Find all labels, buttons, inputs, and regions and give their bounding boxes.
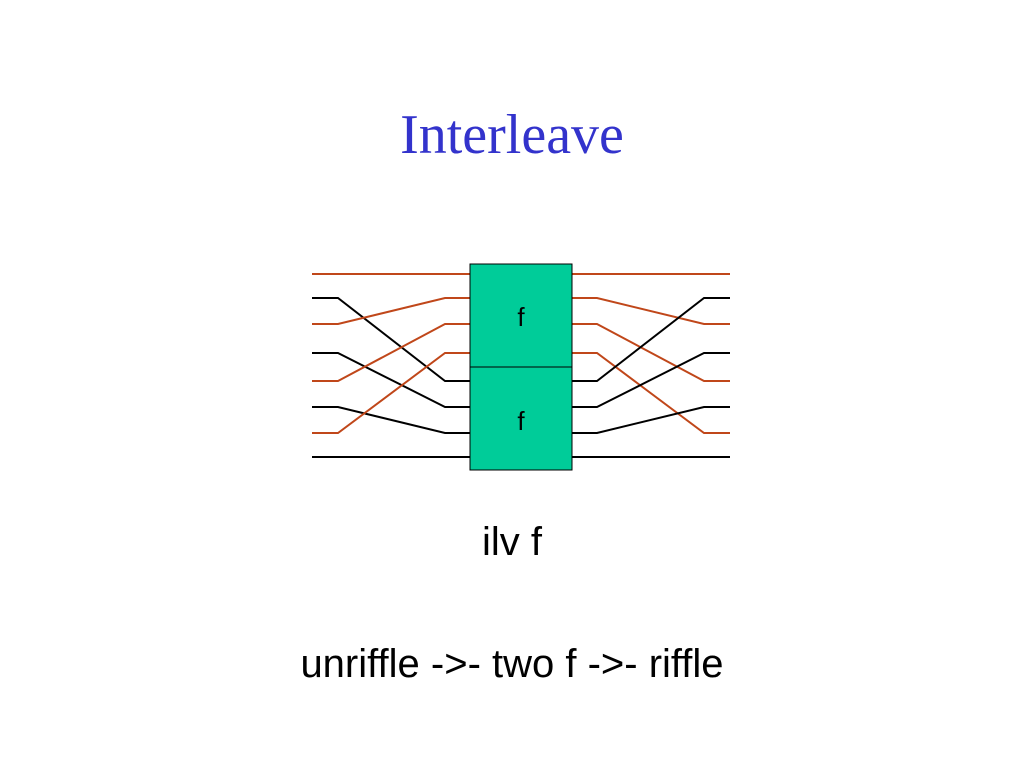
right-wire-4: [572, 297, 730, 382]
left-wire-2: [312, 297, 470, 325]
right-wire-3: [572, 352, 730, 434]
top-f-label: f: [517, 302, 525, 332]
left-wire-1: [312, 297, 470, 382]
left-wire-4: [312, 323, 470, 382]
slide-title: Interleave: [400, 104, 624, 166]
right-wires: [572, 273, 730, 458]
right-wire-1: [572, 297, 730, 325]
left-wire-3: [312, 352, 470, 408]
right-wire-2: [572, 323, 730, 382]
bottom-f-box: [469, 366, 573, 471]
left-wire-6: [312, 352, 470, 434]
bottom-f-label: f: [517, 406, 525, 436]
caption-ilv: ilv f: [482, 520, 542, 564]
left-wires: [312, 273, 470, 458]
caption-expansion: unriffle ->- two f ->- riffle: [300, 642, 724, 686]
top-f-box: [469, 263, 573, 368]
left-wire-5: [312, 406, 470, 434]
right-wire-5: [572, 352, 730, 408]
right-wire-6: [572, 406, 730, 434]
